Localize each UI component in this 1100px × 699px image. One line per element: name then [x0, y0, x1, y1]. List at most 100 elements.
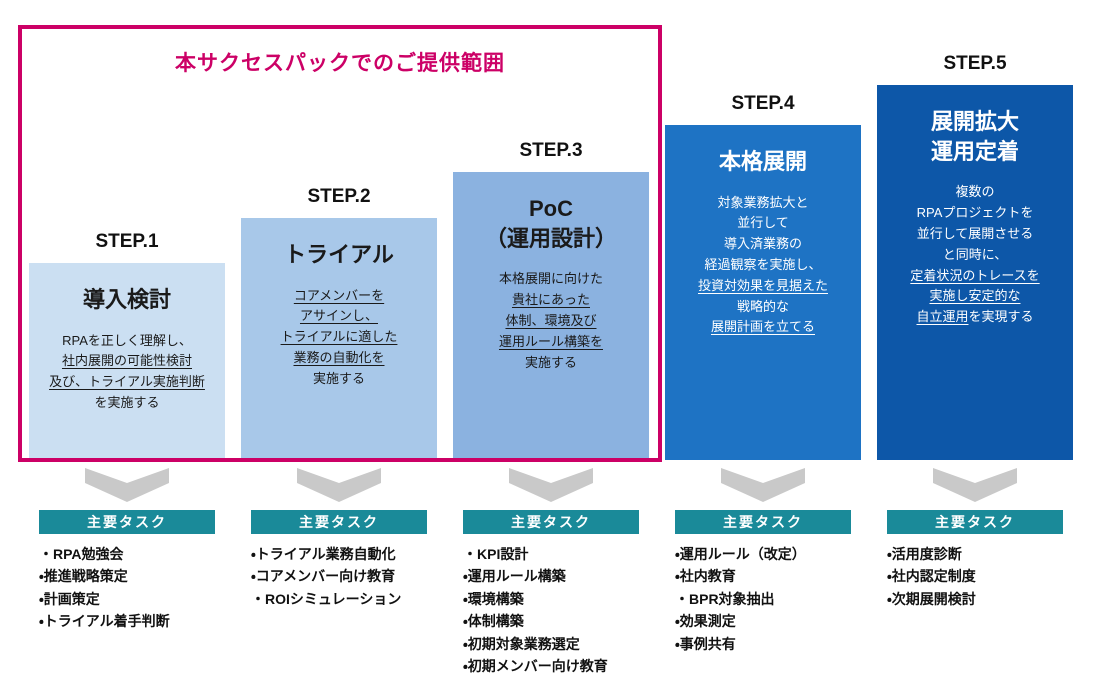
- tasks-banner: 主要タスク: [463, 510, 639, 534]
- task-item: KPI設計: [463, 543, 639, 565]
- tasks-banner: 主要タスク: [39, 510, 215, 534]
- desc-line: 戦略的な: [736, 298, 789, 314]
- task-item: 計画策定: [39, 588, 215, 610]
- task-item: コアメンバー向け教育: [251, 565, 427, 587]
- task-item: 次期展開検討: [887, 588, 1063, 610]
- step-box: 展開拡大運用定着複数の RPAプロジェクトを並行して展開させると同時に、定着状況の…: [877, 85, 1073, 460]
- task-item: RPA勉強会: [39, 543, 215, 565]
- desc-line: RPAプロジェクトを: [916, 205, 1034, 221]
- step-box-title: 導入検討: [82, 287, 171, 312]
- step-box: 本格展開対象業務拡大と並行して導入済業務の経過観察を実施し、投資対効果を見据えた…: [665, 125, 861, 460]
- step-label: STEP.5: [943, 53, 1007, 74]
- task-item: 初期メンバー向け教育: [463, 655, 639, 677]
- step-column-5: STEP.5 展開拡大運用定着複数の RPAプロジェクトを並行して展開させると同時に…: [877, 0, 1073, 677]
- desc-line: 貴社にあった: [511, 292, 590, 308]
- desc-line: RPAを正しく理解し、: [62, 332, 192, 348]
- step-box: PoC（運用設計） 本格展開に向けた貴社にあった体制、環境及び運用ルール構築を実施…: [453, 172, 649, 460]
- tasks-banner: 主要タスク: [251, 510, 427, 534]
- desc-line: と同時に、: [942, 246, 1008, 262]
- task-list: RPA勉強会推進戦略策定計画策定トライアル着手判断: [39, 543, 215, 633]
- step-box-desc: RPAを正しく理解し、社内展開の可能性検討及び、トライアル実施判断を実施する: [37, 331, 217, 414]
- step-box-desc: 本格展開に向けた貴社にあった体制、環境及び運用ルール構築を実施する: [461, 269, 641, 373]
- task-list: トライアル業務自動化コアメンバー向け教育ROIシミュレーション: [251, 543, 427, 610]
- down-arrow-icon: [933, 460, 1017, 510]
- steps-row: STEP.1 導入検討 RPAを正しく理解し、社内展開の可能性検討及び、トライアル実…: [29, 0, 1073, 677]
- desc-line: 並行して展開させる: [916, 225, 1034, 241]
- tasks-banner-label: 主要タスク: [87, 514, 167, 530]
- desc-line: を実施する: [94, 395, 160, 411]
- desc-line: 実施する: [312, 370, 365, 386]
- down-arrow-icon: [509, 460, 593, 510]
- desc-line: 実施する: [524, 354, 577, 370]
- desc-line: 対象業務拡大と: [717, 194, 809, 210]
- step-box-title: トライアル: [284, 242, 394, 267]
- desc-line: 投資対効果を見据えた: [697, 277, 828, 293]
- task-item: 活用度診断: [887, 543, 1063, 565]
- task-item: トライアル業務自動化: [251, 543, 427, 565]
- step-stair: STEP.2 トライアルコアメンバーをアサインし、トライアルに適した業務の自動化を…: [241, 0, 437, 460]
- step-box: 導入検討 RPAを正しく理解し、社内展開の可能性検討及び、トライアル実施判断を実施…: [29, 263, 225, 460]
- down-arrow-icon: [297, 460, 381, 510]
- step-stair: STEP.1 導入検討 RPAを正しく理解し、社内展開の可能性検討及び、トライアル実…: [29, 0, 225, 460]
- step-stair: STEP.4 本格展開対象業務拡大と並行して導入済業務の経過観察を実施し、投資対効…: [665, 0, 861, 460]
- desc-line: アサインし、: [299, 308, 378, 324]
- desc-line: 運用ルール構築を: [498, 333, 603, 349]
- step-label: STEP.4: [731, 93, 795, 114]
- desc-line: 自立運用を実現する: [916, 309, 1034, 325]
- task-item: 推進戦略策定: [39, 565, 215, 587]
- step-label: STEP.1: [95, 231, 159, 252]
- step-box: トライアルコアメンバーをアサインし、トライアルに適した業務の自動化を実施する: [241, 218, 437, 460]
- desc-line: 実施し安定的な: [929, 288, 1021, 304]
- desc-line: 並行して: [737, 215, 789, 231]
- down-arrow-icon: [721, 460, 805, 510]
- step-box-desc: コアメンバーをアサインし、トライアルに適した業務の自動化を実施する: [249, 286, 429, 390]
- step-box-title: 展開拡大運用定着: [930, 109, 1019, 164]
- desc-line: 展開計画を立てる: [710, 319, 815, 335]
- tasks-banner-label: 主要タスク: [299, 514, 379, 530]
- task-item: 運用ルール構築: [463, 565, 639, 587]
- step-box-title: 本格展開: [718, 149, 807, 174]
- desc-line: 及び、トライアル実施判断: [49, 374, 205, 390]
- desc-line: コアメンバーを: [293, 287, 385, 303]
- step-column-2: STEP.2 トライアルコアメンバーをアサインし、トライアルに適した業務の自動化を…: [241, 0, 437, 677]
- desc-line: 体制、環境及び: [505, 312, 597, 328]
- tasks-banner-label: 主要タスク: [723, 514, 803, 530]
- desc-line: 複数の: [955, 184, 995, 200]
- task-item: BPR対象抽出: [675, 588, 851, 610]
- step-label: STEP.3: [519, 140, 583, 161]
- desc-line: トライアルに適した: [280, 329, 398, 345]
- task-item: トライアル着手判断: [39, 610, 215, 632]
- desc-line: 導入済業務の: [723, 236, 802, 252]
- task-item: 体制構築: [463, 610, 639, 632]
- task-item: ROIシミュレーション: [251, 588, 427, 610]
- step-label: STEP.2: [307, 186, 371, 207]
- step-stair: STEP.5 展開拡大運用定着複数の RPAプロジェクトを並行して展開させると同時に…: [877, 0, 1073, 460]
- desc-line: 業務の自動化を: [293, 350, 385, 366]
- task-item: 環境構築: [463, 588, 639, 610]
- task-item: 初期対象業務選定: [463, 633, 639, 655]
- desc-line: 定着状況のトレースを: [910, 267, 1040, 283]
- task-item: 社内認定制度: [887, 565, 1063, 587]
- tasks-banner: 主要タスク: [887, 510, 1063, 534]
- tasks-banner-label: 主要タスク: [935, 514, 1015, 530]
- task-item: 事例共有: [675, 633, 851, 655]
- step-column-1: STEP.1 導入検討 RPAを正しく理解し、社内展開の可能性検討及び、トライアル実…: [29, 0, 225, 677]
- step-column-4: STEP.4 本格展開対象業務拡大と並行して導入済業務の経過観察を実施し、投資対効…: [665, 0, 861, 677]
- desc-line: 経過観察を実施し、: [704, 257, 822, 273]
- step-box-desc: 複数の RPAプロジェクトを並行して展開させると同時に、定着状況のトレースを実施し…: [885, 182, 1065, 328]
- desc-line: 本格展開に向けた: [498, 271, 603, 287]
- task-list: 活用度診断社内認定制度次期展開検討: [887, 543, 1063, 610]
- tasks-banner: 主要タスク: [675, 510, 851, 534]
- step-box-title: PoC（運用設計）: [484, 196, 617, 251]
- step-box-desc: 対象業務拡大と並行して導入済業務の経過観察を実施し、投資対効果を見据えた戦略的な…: [673, 193, 853, 339]
- desc-line: 社内展開の可能性検討: [61, 353, 192, 369]
- task-item: 効果測定: [675, 610, 851, 632]
- tasks-banner-label: 主要タスク: [511, 514, 591, 530]
- task-item: 社内教育: [675, 565, 851, 587]
- task-list: 運用ルール（改定）社内教育BPR対象抽出効果測定事例共有: [675, 543, 851, 655]
- down-arrow-icon: [85, 460, 169, 510]
- task-item: 運用ルール（改定）: [675, 543, 851, 565]
- task-list: KPI設計運用ルール構築環境構築体制構築初期対象業務選定初期メンバー向け教育: [463, 543, 639, 677]
